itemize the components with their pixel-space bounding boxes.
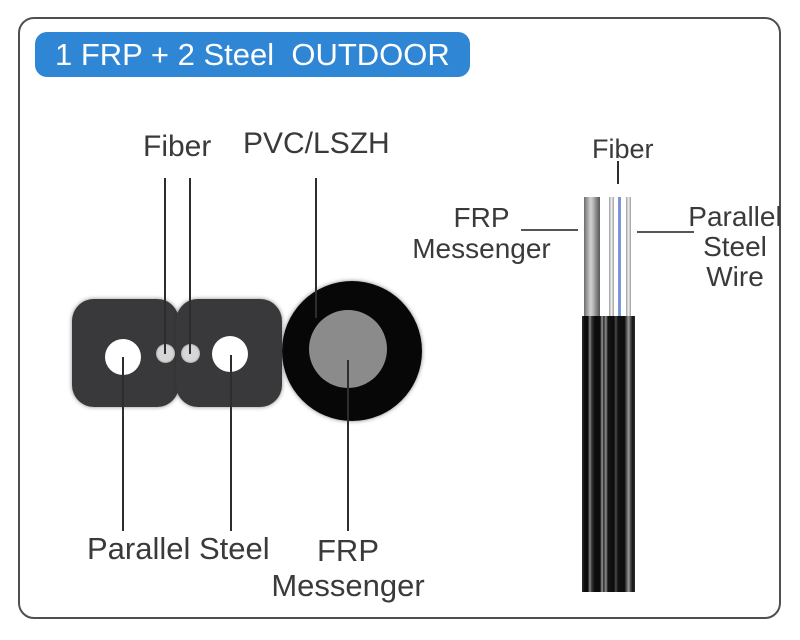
- side-fiber-strand: [618, 197, 621, 318]
- side-parallel-steel-label-line2: Steel: [703, 231, 767, 262]
- frp-messenger-label-line1: FRP: [317, 533, 379, 568]
- leader-line-steel-left: [122, 357, 124, 531]
- title-banner: 1 FRP + 2 Steel OUTDOOR: [35, 32, 470, 77]
- side-parallel-steel-label-line3: Wire: [706, 261, 764, 292]
- leader-line-fiber-1: [164, 178, 166, 354]
- side-loose-tube-right: [626, 197, 631, 318]
- side-leader-line-steel: [637, 231, 694, 233]
- side-leader-line-fiber: [617, 161, 619, 184]
- side-loose-tube-left: [609, 197, 614, 318]
- left-fiber-label: Fiber: [143, 130, 212, 163]
- leader-line-frp-messenger: [347, 360, 349, 531]
- side-frp-messenger-label: FRP Messenger: [404, 202, 559, 264]
- leader-line-jacket: [315, 178, 317, 318]
- side-leader-line-frp: [521, 229, 578, 231]
- leader-line-fiber-2: [189, 178, 191, 354]
- side-parallel-steel-label: Parallel Steel Wire: [659, 202, 800, 292]
- left-jacket-label: PVC/LSZH: [243, 127, 390, 160]
- side-frp-messenger-label-line2: Messenger: [412, 233, 551, 264]
- leader-line-steel-right: [230, 355, 232, 531]
- frp-messenger-label: FRP Messenger: [267, 533, 429, 603]
- side-parallel-steel-label-line1: Parallel: [688, 201, 782, 232]
- parallel-steel-label: Parallel Steel: [87, 531, 270, 566]
- side-frp-messenger-wire: [584, 197, 600, 318]
- side-cable-jacket: [582, 316, 635, 592]
- side-fiber-label: Fiber: [592, 134, 654, 164]
- side-frp-messenger-label-line1: FRP: [453, 202, 510, 233]
- frp-messenger-label-line2: Messenger: [271, 568, 425, 603]
